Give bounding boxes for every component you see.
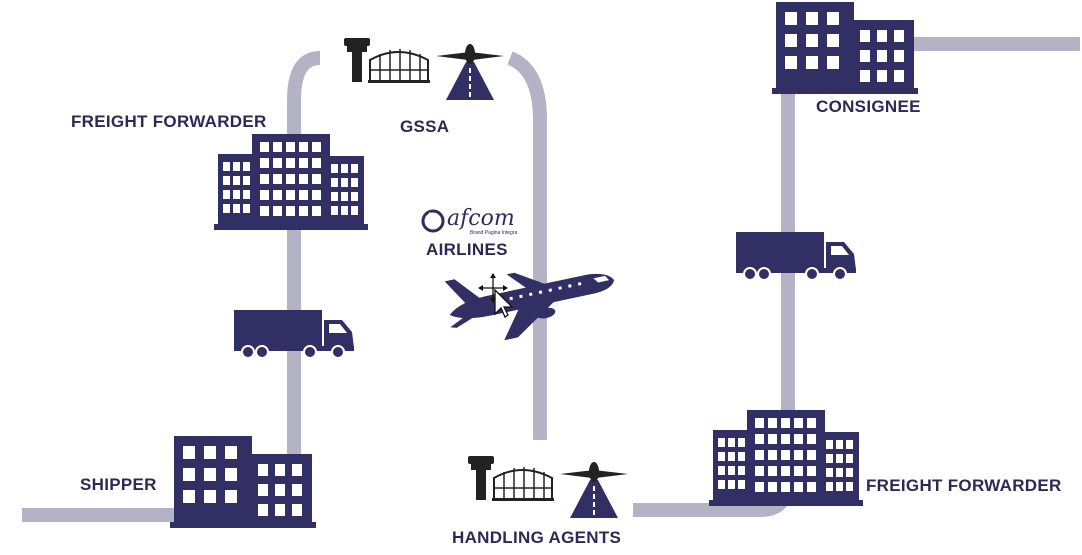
gssa-label: GSSA [400,117,450,136]
freight-forwarder-left-label: FREIGHT FORWARDER [71,112,267,131]
road-gssa-to-airlines [506,51,547,440]
airlines-label: AIRLINES [426,240,508,259]
shipper-label: SHIPPER [80,475,157,494]
consignee-building-icon [772,2,918,94]
freight-forwarder-right-building-icon [709,410,863,506]
airplane-icon [444,272,615,341]
truck-left-icon [233,309,355,359]
afcom-logo-text: afcom [447,206,515,231]
freight-forwarder-right-label: FREIGHT FORWARDER [866,476,1062,495]
move-cursor-icon [478,273,514,318]
handling-agents-label: HANDLING AGENTS [452,528,622,547]
truck-right-icon [735,231,857,281]
afcom-logo-icon [421,209,445,233]
handling-agents-airport-icon [467,455,629,519]
gssa-airport-icon [343,37,505,101]
freight-forwarder-left-building-icon [214,134,368,230]
afcom-logo-tagline: Brand Pagina Integra [470,230,518,236]
consignee-label: CONSIGNEE [816,97,921,116]
